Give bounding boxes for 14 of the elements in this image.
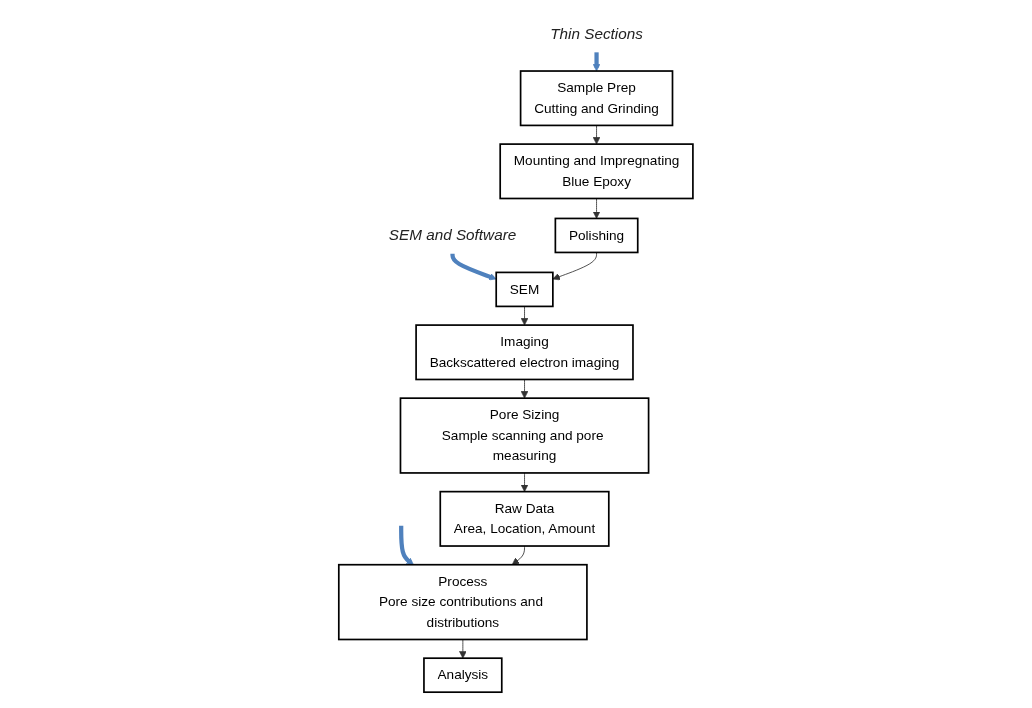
arrow	[592, 51, 601, 72]
node-text: SEM and Software	[388, 226, 517, 244]
arrow	[399, 525, 414, 566]
arrow	[450, 253, 497, 281]
node-box: Analysis	[423, 657, 503, 694]
node-text: Thin Sections	[550, 25, 644, 43]
node-box: Mounting and Impregnating Blue Epoxy	[499, 143, 694, 200]
node-box: Raw Data Area, Location, Amount	[439, 490, 610, 547]
node-box: Imaging Backscattered electron imaging	[415, 324, 634, 381]
node-box: Polishing	[554, 217, 639, 254]
node-box: Sample Prep Cutting and Grinding	[519, 70, 674, 127]
node-box: SEM	[495, 271, 554, 308]
node-box: Process Pore size contributions and distributions	[338, 563, 588, 641]
node-box: Pore Sizing Sample scanning and pore measuring	[399, 397, 650, 474]
